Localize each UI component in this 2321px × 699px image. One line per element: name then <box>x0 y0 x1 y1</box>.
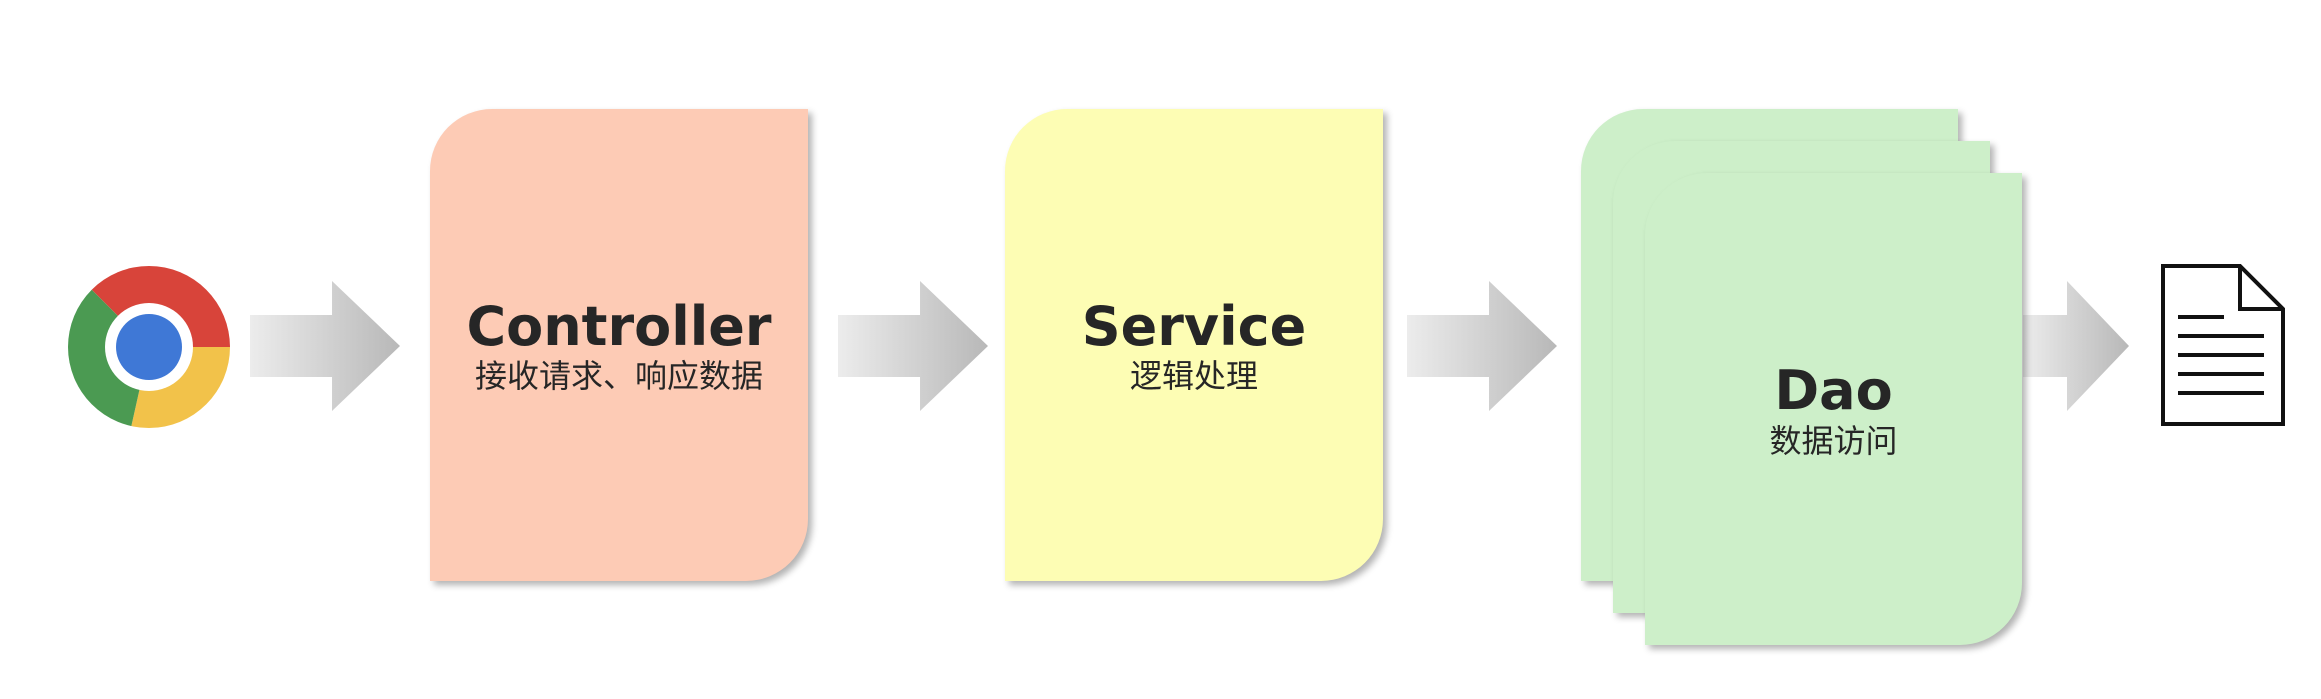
controller-title: Controller <box>466 295 772 358</box>
service-subtitle: 逻辑处理 <box>1129 357 1258 395</box>
chrome-icon <box>66 264 232 430</box>
dao-subtitle: 数据访问 <box>1769 422 1898 460</box>
arrow-controller-to-service <box>838 281 988 411</box>
arrow-service-to-dao <box>1407 281 1557 411</box>
controller-subtitle: 接收请求、响应数据 <box>474 357 763 395</box>
service-title: Service <box>1081 295 1307 358</box>
document-icon <box>2160 263 2286 427</box>
arrow-dao-to-data <box>2023 281 2129 411</box>
dao-title: Dao <box>1774 359 1893 422</box>
arrow-browser-to-controller <box>250 281 400 411</box>
dao-layer-card: Dao 数据访问 <box>1645 173 2022 645</box>
service-layer-card: Service 逻辑处理 <box>1005 109 1383 581</box>
controller-layer-card: Controller 接收请求、响应数据 <box>430 109 808 581</box>
